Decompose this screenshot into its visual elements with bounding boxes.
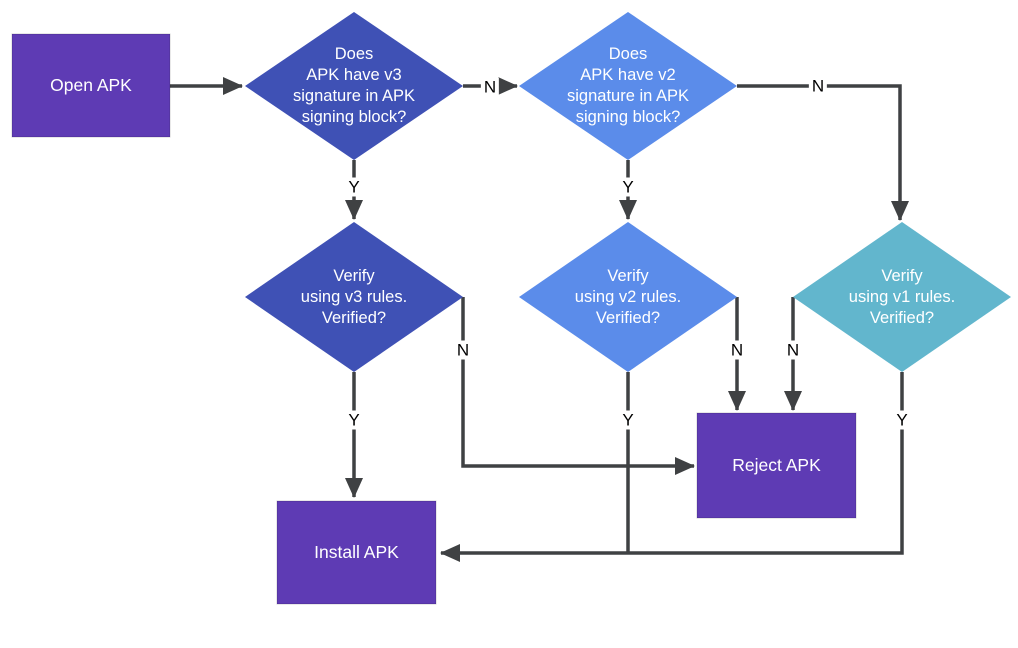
edge-check-v2-to-verify-v1 (737, 84, 909, 221)
node-check-v2-decision (519, 12, 737, 160)
node-check-v3-decision (245, 12, 463, 160)
node-reject-apk (696, 412, 857, 519)
node-open-apk (11, 33, 171, 138)
node-verify-v2-decision (519, 222, 737, 372)
node-verify-v3-decision (245, 222, 463, 372)
node-verify-v1-decision (793, 222, 1011, 372)
node-install-apk (276, 500, 437, 605)
edge-verify-v1-to-install (440, 372, 904, 562)
